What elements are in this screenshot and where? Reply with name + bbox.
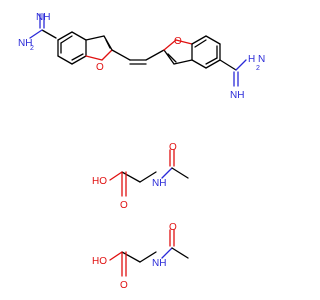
atom-label-nh2-left: NH	[18, 38, 32, 49]
bond-c-ch2-1	[121, 171, 141, 183]
bond-c-nh2-left	[29, 29, 43, 39]
benzene-ring-right	[191, 35, 221, 69]
bond-c-ch3-2	[171, 247, 189, 259]
bond-c-nh2-right	[235, 59, 247, 71]
atom-label-n-right: N	[258, 54, 265, 65]
atom-label-o-carbonyl-2: O	[120, 280, 128, 291]
bond-amidine-ring-right	[219, 59, 237, 71]
atom-label-h-right: H	[248, 54, 255, 65]
acetylglycine-2: HO O NH O	[92, 222, 189, 291]
atom-label-nh-left: NH	[36, 12, 50, 23]
atom-label-o-carbonyl-1: O	[120, 200, 128, 211]
atom-label-o-furan-left: O	[96, 62, 104, 73]
atom-label-nh-2: NH	[152, 258, 166, 269]
acetylglycine-1: HO O NH O	[92, 142, 189, 211]
bond-amidine-ring-left	[41, 29, 57, 39]
atom-label-ho-1: HO	[92, 176, 107, 187]
bond-n-c-2	[161, 247, 173, 259]
furan-ring-right	[163, 39, 193, 65]
bond-oh-c-1	[109, 171, 123, 181]
atom-label-nh-right: NH	[230, 90, 244, 101]
bond-ch2-n-2	[139, 251, 157, 263]
furan-ring-left	[85, 35, 113, 61]
atom-label-nh2-right-sub: 2	[256, 65, 260, 72]
atom-label-o-amide-1: O	[169, 142, 177, 153]
bond-c-ch3-1	[171, 167, 189, 179]
bisbenzofuran-structure: NH NH 2 O	[18, 12, 265, 101]
benzene-ring-left	[57, 31, 87, 65]
bond-vinyl-3	[145, 49, 165, 61]
atom-label-o-furan-right: O	[174, 36, 182, 47]
bond-c-ch2-2	[121, 251, 141, 263]
bond-vinyl-1	[111, 49, 131, 61]
atom-label-o-amide-2: O	[169, 222, 177, 233]
atom-label-ho-2: HO	[92, 256, 107, 267]
bond-n-c-1	[161, 167, 173, 179]
atom-label-nh2-left-sub: 2	[30, 45, 34, 52]
molecule-diagram: NH NH 2 O	[18, 12, 265, 291]
bond-oh-c-2	[109, 251, 123, 261]
atom-label-nh-1: NH	[152, 178, 166, 189]
bond-ch2-n-1	[139, 171, 157, 183]
